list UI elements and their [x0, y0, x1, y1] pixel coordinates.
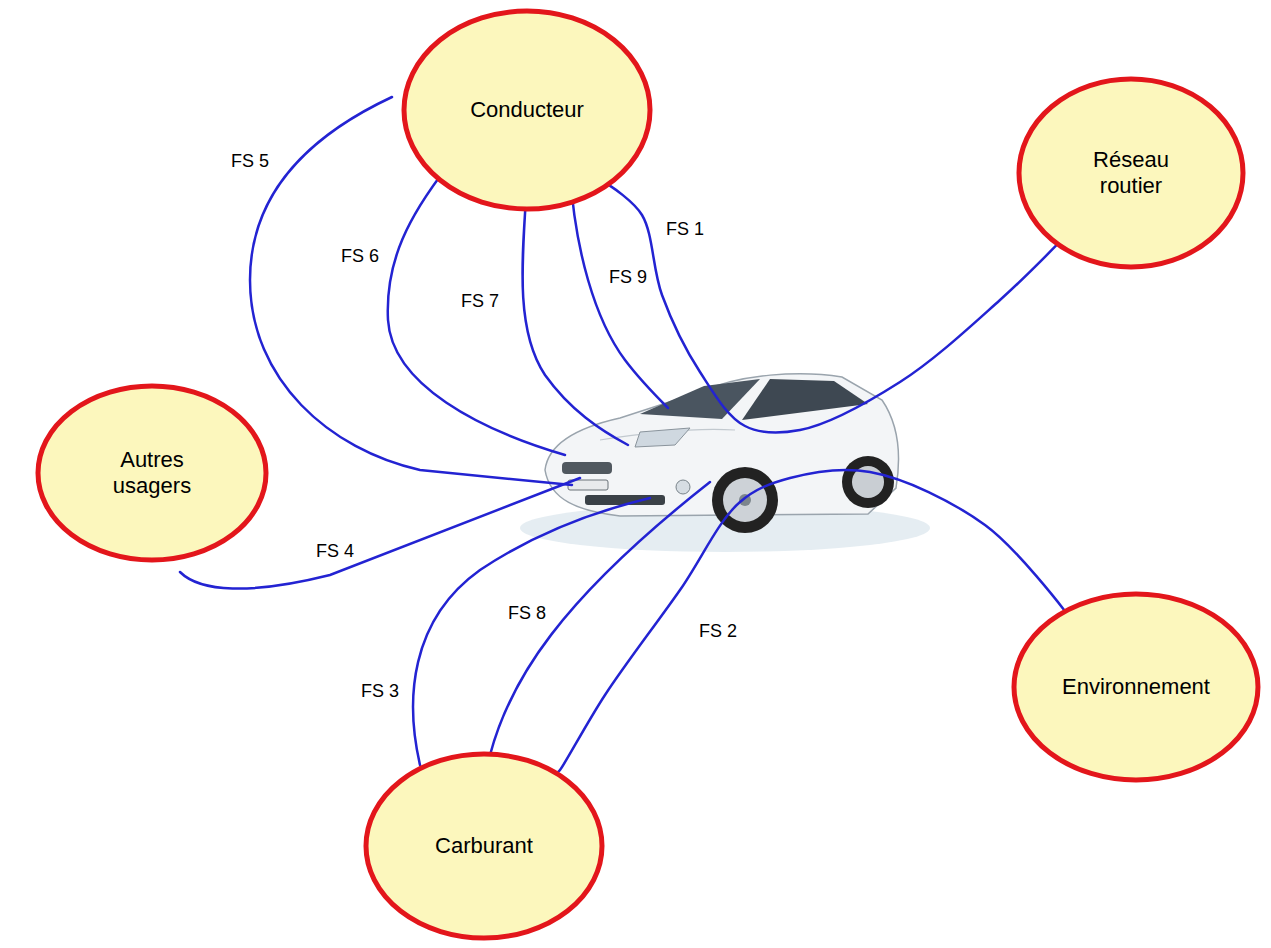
node-label: Autres usagers [97, 447, 207, 500]
function-label: FS 9 [607, 267, 649, 289]
function-label: FS 5 [229, 151, 271, 173]
car-grille [562, 462, 612, 474]
function-label: FS 6 [339, 246, 381, 268]
car-headlight [635, 428, 690, 447]
function-label: FS 7 [459, 291, 501, 313]
leader-line [570, 172, 668, 408]
ellipse-node: Carburant [363, 751, 605, 941]
car-side-window [742, 379, 868, 420]
node-label: Carburant [435, 833, 533, 859]
node-label: Environnement [1062, 674, 1210, 700]
ellipse-shape [404, 11, 650, 209]
ellipse-node: Conducteur [401, 8, 653, 212]
function-label: FS 8 [506, 603, 548, 625]
connector-line [610, 186, 1056, 433]
function-label: FS 3 [359, 681, 401, 703]
connector-line [558, 470, 1064, 772]
node-label: Conducteur [470, 97, 584, 123]
ellipse-node: Réseau routier [1016, 76, 1246, 270]
leader-line [413, 498, 650, 765]
ellipse-shape [366, 754, 602, 938]
ellipse-shape [1014, 594, 1258, 780]
function-label: FS 4 [314, 541, 356, 563]
node-label: Réseau routier [1076, 147, 1186, 200]
function-label: FS 1 [664, 219, 706, 241]
function-label: FS 2 [697, 621, 739, 643]
car-front-rim [723, 478, 767, 522]
car-rear-wheel [842, 456, 894, 508]
ellipse-node: Environnement [1011, 591, 1261, 783]
ellipse-node: Autres usagers [35, 383, 269, 563]
ellipse-shape [38, 386, 266, 560]
leader-line [490, 482, 710, 755]
car-fog-light [676, 480, 690, 494]
ellipse-shape [1019, 79, 1243, 267]
